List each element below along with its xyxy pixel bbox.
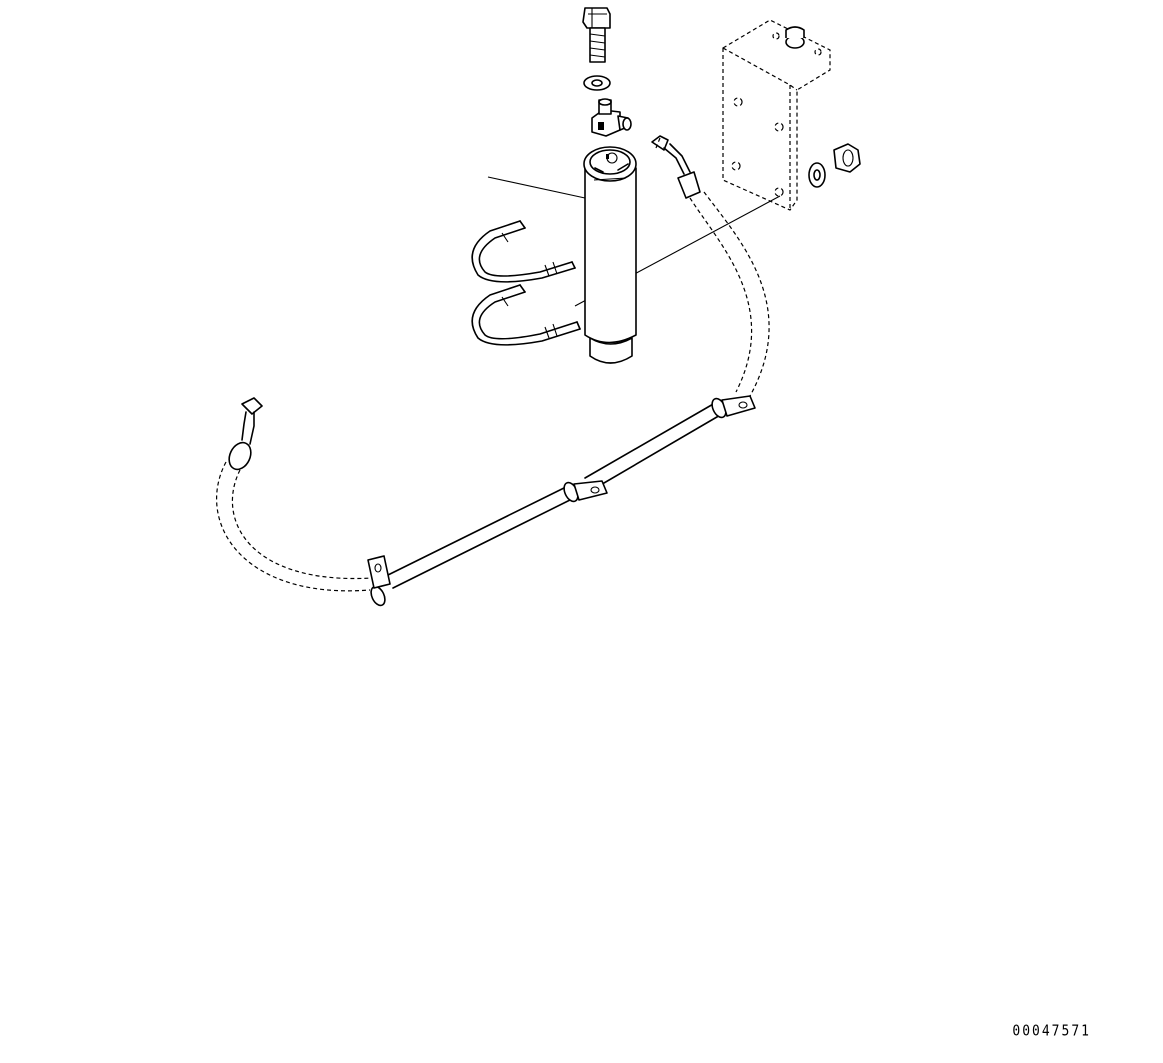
washer-top: [583, 75, 611, 91]
nut: [833, 143, 861, 173]
u-bolt-lower: [471, 284, 581, 346]
bolt: [582, 7, 611, 63]
pipe-clamp-1: [711, 395, 756, 419]
drier-fitting: [591, 98, 632, 137]
hose-upper: [651, 135, 770, 397]
washer-right: [808, 162, 826, 188]
u-bolt-upper: [471, 220, 576, 283]
drawing-number: 00047571: [1012, 1022, 1091, 1041]
pipe-long: [387, 402, 723, 589]
hose-lower: [216, 397, 373, 592]
pipe-clamp-3: [367, 555, 391, 607]
callout-leader-line: [487, 176, 586, 199]
receiver-drier: [583, 146, 637, 364]
mounting-bracket: [722, 19, 831, 211]
pipe-clamp-2: [563, 480, 608, 503]
